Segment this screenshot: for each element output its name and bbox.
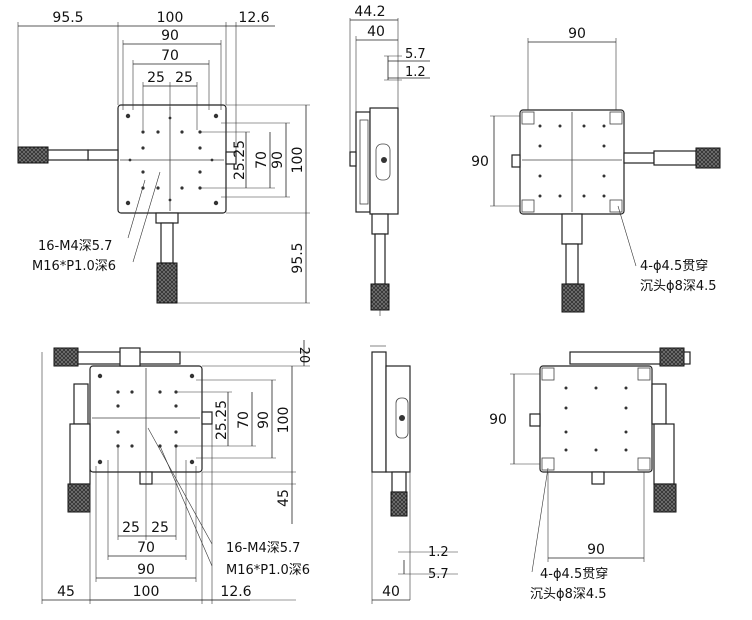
dim-label: 90	[587, 542, 605, 558]
note-text: 4-ϕ4.5贯穿	[640, 258, 708, 274]
view-top-side: 44.2 40 5.7 1.2	[349, 4, 430, 316]
micrometer-x	[17, 146, 119, 164]
mounting-holes	[538, 124, 606, 198]
hole-note-2: 4-ϕ4.5贯穿 沉头ϕ8深4.5	[530, 467, 608, 602]
dim-95-5-top: 95.5	[17, 10, 119, 147]
dim-label: 25.25	[232, 140, 248, 180]
note-text: 沉头ϕ8深4.5	[640, 279, 717, 294]
note-text: 16-M4深5.7	[226, 541, 300, 556]
note-text: 16-M4深5.7	[38, 239, 112, 254]
dim-90-top: 90	[122, 28, 222, 110]
dim-label: 25	[147, 70, 165, 86]
view-bottom-front: 20 25.25 70 90 100 45 25 25 70 90	[41, 340, 311, 604]
mounting-holes	[97, 373, 195, 465]
dim-label: 25	[151, 520, 169, 536]
dim-label: 45	[276, 489, 292, 507]
dim-label: 90	[161, 28, 179, 44]
dim-label: 90	[489, 412, 507, 428]
dim-label: 44.2	[354, 4, 385, 20]
dim-label: 70	[137, 540, 155, 556]
dim-label: 90	[270, 151, 286, 169]
dim-label: 90	[256, 411, 272, 429]
dim-label: 20	[296, 347, 311, 364]
note-text: M16*P1.0深6	[32, 259, 116, 274]
note-text: 4-ϕ4.5贯穿	[540, 566, 608, 582]
dim-100-top: 100	[118, 10, 227, 105]
view-top-front: 95.5 100 12.6 90 70 25	[17, 10, 310, 304]
dim-label: 5.7	[428, 567, 449, 582]
dim-label: 12.6	[238, 10, 269, 26]
dim-label: 70	[254, 151, 270, 169]
dim-25-25-top: 25 25	[142, 70, 198, 130]
dim-label: 40	[367, 24, 385, 40]
view-bottom-side: 1.2 5.7 40	[370, 345, 458, 604]
dim-label: 40	[382, 584, 400, 600]
dim-label: 100	[133, 584, 160, 600]
dim-label: 90	[471, 154, 489, 170]
dim-label: 45	[57, 584, 75, 600]
view-top-bottom: 90 90 4-ϕ4.5贯穿 沉头ϕ8深4.5	[471, 26, 721, 313]
micrometer-y	[155, 212, 179, 304]
dim-label: 25.25	[214, 400, 230, 440]
mounting-holes	[564, 386, 628, 452]
dim-label: 25	[122, 520, 140, 536]
dim-label: 70	[161, 48, 179, 64]
dim-vertical-group: 25.25 70 90 100 95.5	[177, 104, 310, 304]
dim-label: 95.5	[290, 242, 306, 273]
dim-label: 70	[236, 411, 252, 429]
dim-label: 12.6	[220, 584, 251, 600]
dim-label: 100	[276, 407, 292, 434]
note-text: M16*P1.0深6	[226, 563, 310, 578]
note-text: 沉头ϕ8深4.5	[530, 587, 607, 602]
dim-label: 1.2	[428, 545, 449, 560]
thread-note-2: 16-M4深5.7 M16*P1.0深6	[147, 427, 310, 578]
dim-label: 90	[568, 26, 586, 42]
dim-label: 100	[157, 10, 184, 26]
dim-label: 100	[290, 147, 306, 174]
dim-label: 90	[137, 562, 155, 578]
dim-12-6: 12.6	[226, 10, 275, 152]
thread-note-1: 16-M4深5.7 M16*P1.0深6	[32, 171, 161, 274]
hole-note-1: 4-ϕ4.5贯穿 沉头ϕ8深4.5	[617, 205, 717, 294]
dim-label: 5.7	[405, 47, 426, 62]
dim-label: 25	[175, 70, 193, 86]
dim-label: 1.2	[405, 65, 426, 80]
view-bottom-bottom: 90 90 4-ϕ4.5贯穿 沉头ϕ8深4.5	[489, 347, 691, 602]
dim-label: 95.5	[52, 10, 83, 26]
dim-70-top: 70	[132, 48, 210, 110]
